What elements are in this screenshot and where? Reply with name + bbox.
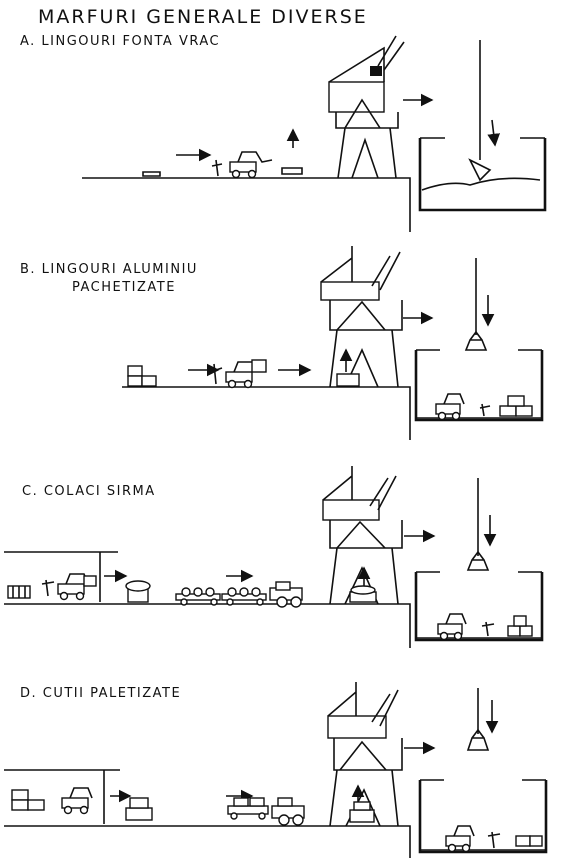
- panel-a-label: A. LINGOURI FONTA VRAC: [20, 34, 221, 49]
- panel-a: [82, 35, 547, 232]
- forklift-icon: [437, 613, 467, 641]
- forklift-icon: [57, 573, 97, 601]
- worker-icon: [481, 621, 495, 637]
- trailer-icon: [175, 587, 221, 606]
- ship-hold-icon: [418, 137, 547, 212]
- gantry-crane-icon: [322, 466, 403, 605]
- forklift-icon: [445, 825, 475, 853]
- pallet-stack-icon: [499, 395, 533, 417]
- coil-stack-icon: [7, 585, 31, 599]
- forklift-icon: [435, 393, 465, 421]
- panel-c: [4, 466, 544, 648]
- panel-b: [122, 246, 544, 440]
- ship-hold-icon: [414, 349, 544, 422]
- pallet-icon: [466, 550, 490, 571]
- panel-d-label: D. CUTII PALETIZATE: [20, 686, 182, 701]
- ship-hold-icon: [414, 571, 544, 642]
- panel-b-label: B. LINGOURI ALUMINIU: [20, 262, 198, 277]
- pallet-icon: [336, 373, 360, 387]
- page-title: MARFURI GENERALE DIVERSE: [38, 6, 368, 28]
- trailer-icon: [221, 587, 267, 606]
- panel-b-label-line2: PACHETIZATE: [72, 280, 176, 295]
- pallet-icon: [125, 580, 151, 603]
- truck-icon: [269, 581, 303, 608]
- worker-icon: [209, 363, 223, 385]
- arrow-icon: [487, 119, 501, 147]
- forklift-icon: [61, 787, 93, 815]
- box-stack-icon: [515, 835, 543, 847]
- gantry-crane-icon: [327, 682, 403, 827]
- truck-icon: [271, 797, 305, 826]
- quay-a: [82, 177, 411, 232]
- worker-icon: [487, 831, 501, 849]
- gantry-crane-icon: [320, 246, 403, 388]
- box-stack-icon: [11, 789, 45, 811]
- forklift-icon: [225, 359, 267, 389]
- pallet-icon: [125, 797, 153, 821]
- warehouse-shed: [4, 551, 118, 602]
- panel-c-label: C. COLACI SIRMA: [22, 484, 156, 499]
- panel-d: [4, 682, 548, 858]
- coil-stack-icon: [349, 585, 377, 603]
- coil-stack-icon: [507, 615, 533, 637]
- quay-d: [4, 825, 411, 858]
- ingot-stack-icon: [127, 365, 157, 387]
- pallet-icon: [349, 801, 375, 823]
- ingot-pile-icon: [281, 167, 303, 175]
- warehouse-shed: [4, 769, 120, 824]
- ingot-pile-icon: [142, 171, 161, 177]
- worker-icon: [479, 403, 491, 417]
- quay-b: [122, 386, 411, 440]
- trailer-icon: [227, 797, 269, 820]
- grab-bucket-icon: [468, 158, 492, 182]
- pallet-icon: [464, 330, 488, 351]
- pallet-icon: [466, 728, 490, 751]
- worker-icon: [211, 159, 223, 177]
- worker-icon: [41, 579, 55, 597]
- forklift-icon: [229, 151, 273, 179]
- quay-c: [4, 603, 411, 648]
- ship-hold-icon: [418, 779, 548, 854]
- gantry-crane-icon: [328, 35, 405, 179]
